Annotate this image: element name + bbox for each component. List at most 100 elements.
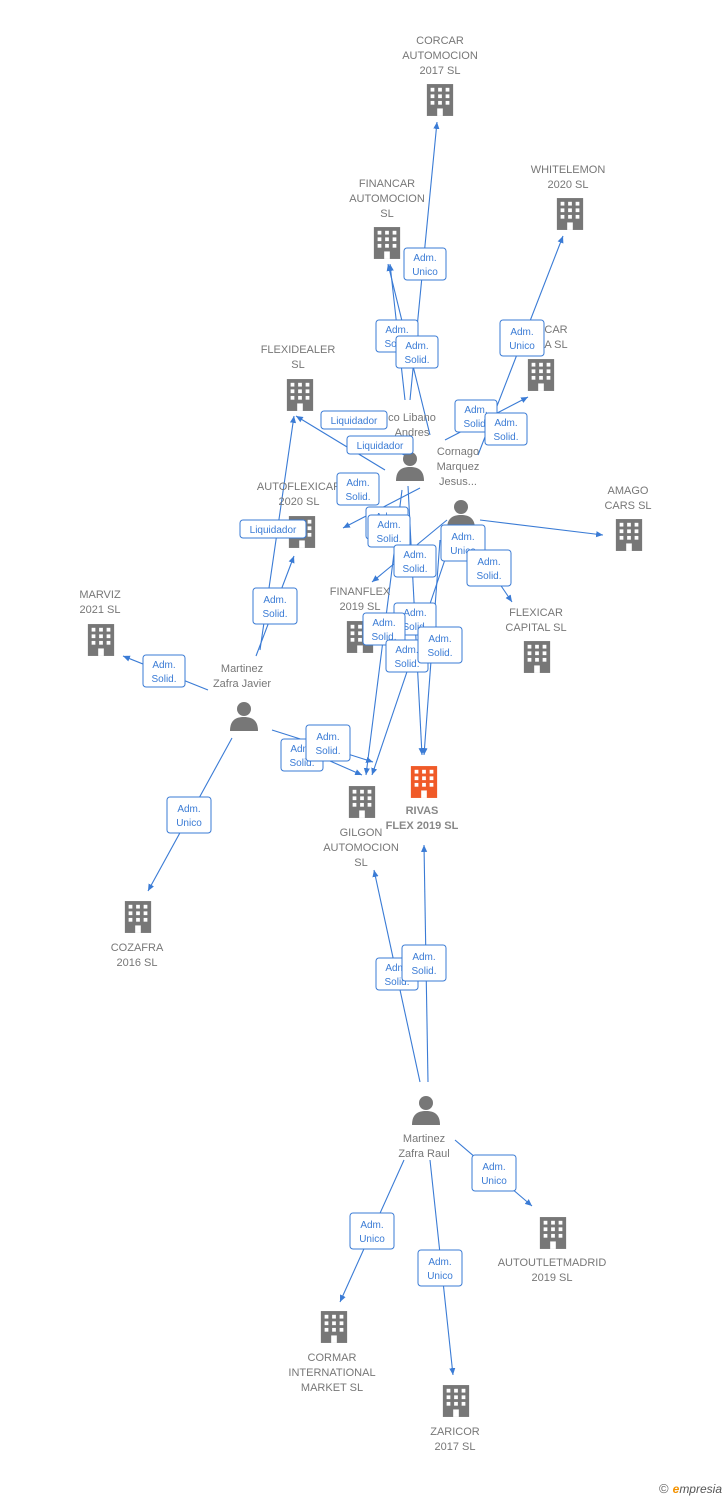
node-label: FLEXIDEALER [261,344,336,356]
badge-label: Adm. [428,1257,451,1268]
edges-layer [122,121,604,1376]
relationship-edge [295,415,386,471]
badge-box [466,549,512,587]
role-badge[interactable]: Liquidador [320,410,388,430]
node-label: CAPITAL SL [505,622,566,634]
role-badge[interactable]: Adm.Solid. [362,612,406,646]
role-badge[interactable]: Adm.Solid. [142,654,186,688]
badge-label: Solid. [493,432,518,443]
node-label: SL [291,359,304,371]
role-badge[interactable]: Adm.Unico [349,1212,395,1250]
badge-box [252,587,298,625]
role-badge[interactable]: Adm.Unico [471,1154,517,1192]
node-label: Marquez [437,461,480,473]
badge-label: Solid. [463,419,488,430]
badge-label: Adm. [412,952,435,963]
company-node-cozafra[interactable]: COZAFRA 2016 SL [111,901,164,969]
company-node-flexicar[interactable]: FLEXICAR CAPITAL SL [505,607,567,673]
node-label: Zafra Raul [398,1148,449,1160]
badge-label: Adm. [477,557,500,568]
role-badge[interactable]: Adm. Unico [417,1249,463,1287]
role-badge[interactable]: Adm.Solid. [401,944,447,982]
company-node-flexidealer[interactable]: FLEXIDEALER SL [261,344,336,411]
copyright-icon: © [659,1481,669,1496]
relationship-edge [479,519,604,538]
footer-credit: © empresia [659,1481,722,1496]
role-badge[interactable]: Adm.Solid. [466,549,512,587]
badge-box [484,412,528,446]
node-label: WHITELEMON [531,164,606,176]
badge-label: Adm. [451,532,474,543]
role-badge[interactable]: Adm.Unico [499,319,545,357]
badge-box [401,944,447,982]
badge-label: Solid. [404,355,429,366]
building-icon [410,766,438,798]
badge-label: Unico [509,341,535,352]
badge-label: Solid. [402,622,427,633]
role-badge[interactable]: Adm.Unico [403,247,447,281]
role-badge[interactable]: Adm.Solid. [336,472,380,506]
node-label: Jesus... [439,476,477,488]
badge-box [336,472,380,506]
building-icon [523,641,551,673]
badge-label: Adm. [403,550,426,561]
role-badge[interactable]: Adm.Unico [166,796,212,834]
badge-box [166,796,212,834]
badge-label: Solid. [151,674,176,685]
person-node-cornago[interactable]: CornagoMarquezJesus... [437,446,480,529]
badge-box [349,1212,395,1250]
building-icon [87,624,115,656]
badge-label: Solid. [427,648,452,659]
badge-label: Adm. [413,253,436,264]
badge-box [142,654,186,688]
role-badge[interactable]: Adm.Solid. [484,412,528,446]
role-badge[interactable]: Liquidador [346,435,414,455]
role-badge[interactable]: Adm.Solid. [252,587,298,625]
node-label: AUTOUTLETMADRID [498,1257,607,1269]
badge-label: Solid. [315,746,340,757]
node-label: RIVAS [406,805,439,817]
badge-label: Solid. [262,609,287,620]
node-label: 2016 SL [117,957,158,969]
node-label: AUTOFLEXICAR [257,481,341,493]
node-label: 2020 SL [548,179,589,191]
role-badge[interactable]: Adm.Solid. [393,544,437,578]
role-badge[interactable]: Adm.Solid. [367,514,411,548]
company-node-whitelemon[interactable]: WHITELEMON 2020 SL [531,164,606,230]
node-label: MARKET SL [301,1382,363,1394]
badge-label: Unico [427,1271,453,1282]
badge-label: Adm. [482,1162,505,1173]
role-badge[interactable]: Adm.Solid. [395,335,439,369]
empresia-logo[interactable]: empresia [672,1481,722,1496]
node-label: Martinez [221,663,263,675]
building-icon [320,1311,348,1343]
node-label: Cornago [437,446,479,458]
badge-label: Adm. [395,645,418,656]
role-badge[interactable]: Adm.Solid. [417,626,463,664]
badge-label: Adm. [372,618,395,629]
node-label: COZAFRA [111,942,164,954]
company-node-autooutlet[interactable]: AUTOUTLETMADRID 2019 SL [498,1217,607,1284]
person-icon [412,1096,440,1125]
role-badge[interactable]: Adm.Solid. [305,724,351,762]
node-label: CORMAR [308,1352,357,1364]
role-badge[interactable]: Liquidador [239,519,307,539]
building-icon [426,84,454,116]
badge-label: Liquidador [250,525,297,536]
node-label: FLEXICAR [509,607,563,619]
node-label: 2019 SL [532,1272,573,1284]
